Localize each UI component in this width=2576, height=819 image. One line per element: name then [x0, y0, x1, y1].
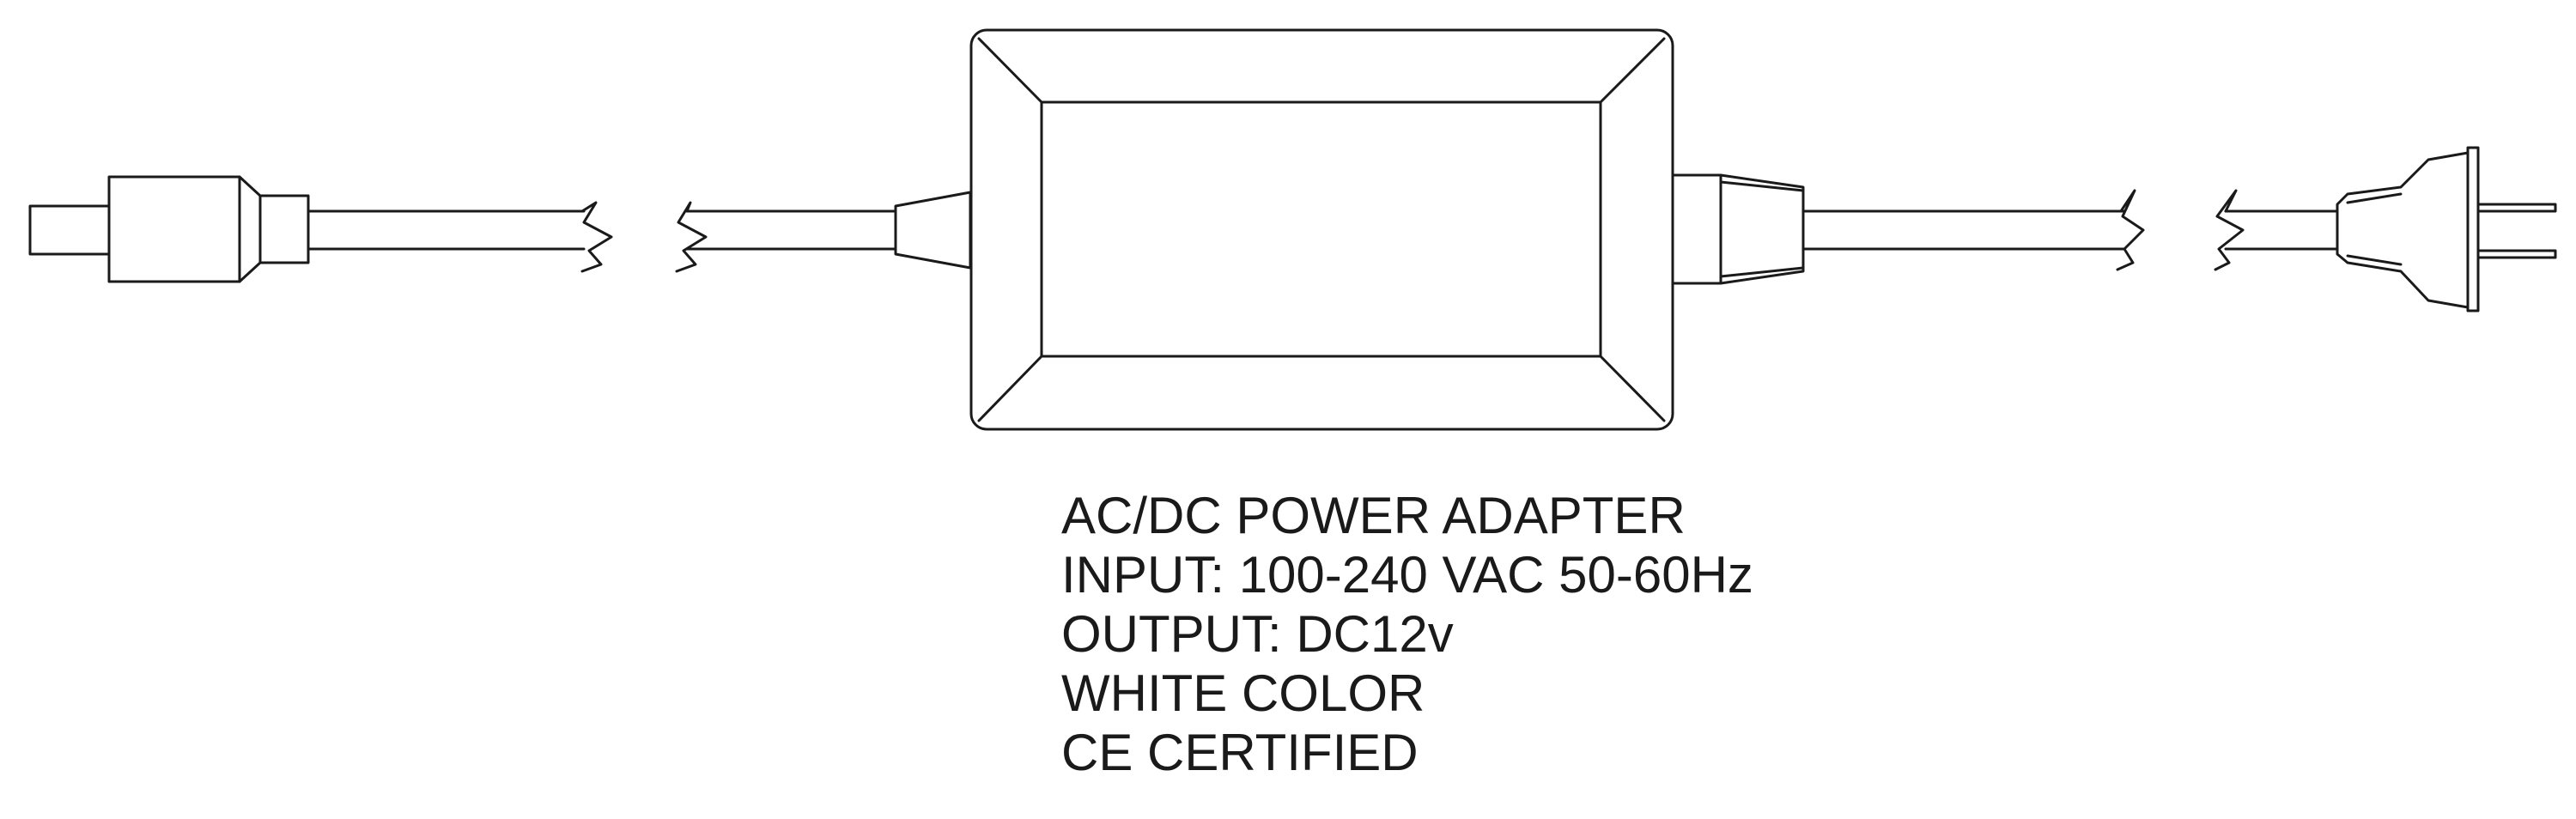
- cable-break-mark-left-2: [675, 201, 708, 273]
- cable-break-mark-left-1: [580, 201, 613, 273]
- ac-cable-segment-1: [1801, 209, 2126, 251]
- dc-plug: [28, 175, 310, 283]
- cable-break-mark-right-1: [2116, 189, 2145, 271]
- input-rating-label: INPUT: 100-240 VAC 50-60Hz: [1061, 546, 1753, 604]
- adapter-body: [969, 28, 1674, 431]
- ac-strain-relief: [1671, 173, 1805, 285]
- ac-cable-segment-2: [2224, 209, 2339, 251]
- dc-strain-relief: [894, 191, 972, 270]
- spec-label-block: AC/DC POWER ADAPTER INPUT: 100-240 VAC 5…: [1061, 486, 1753, 782]
- dc-cable-segment-2: [685, 209, 897, 251]
- product-name-label: AC/DC POWER ADAPTER: [1061, 487, 1686, 544]
- ac-wall-plug: [2336, 146, 2557, 312]
- cable-break-mark-right-2: [2214, 189, 2245, 271]
- dc-cable-segment-1: [307, 209, 586, 251]
- certification-label: CE CERTIFIED: [1061, 724, 1419, 781]
- output-rating-label: OUTPUT: DC12v: [1061, 605, 1454, 663]
- color-label: WHITE COLOR: [1061, 664, 1425, 722]
